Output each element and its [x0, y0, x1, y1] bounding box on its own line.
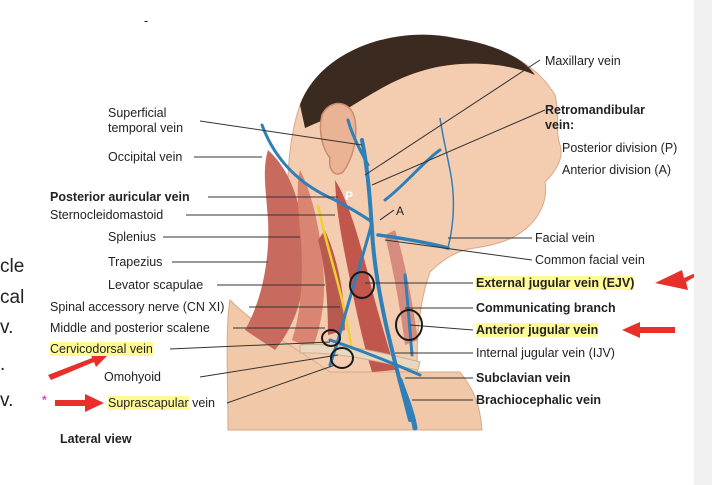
arrow-ejv	[655, 270, 700, 290]
label-suprascapular-vein: Suprascapular vein	[108, 396, 215, 410]
label-communicating-branch: Communicating branch	[476, 301, 616, 315]
label-common-facial-vein: Common facial vein	[535, 253, 645, 267]
label-splenius: Splenius	[108, 230, 156, 244]
scm-muscle	[335, 180, 395, 372]
marker-a: A	[396, 204, 404, 218]
hair	[300, 34, 535, 128]
marker-a-arrow	[379, 209, 395, 221]
red-arrows	[48, 270, 700, 412]
leader-lines	[163, 59, 546, 404]
label-spinal-accessory-nerve: Spinal accessory nerve (CN XI)	[50, 300, 225, 314]
label-posterior-auricular-vein: Posterior auricular vein	[50, 190, 190, 204]
slide-fragment: v.	[0, 317, 14, 338]
label-internal-jugular-vein: Internal jugular vein (IJV)	[476, 346, 615, 360]
label-occipital-vein: Occipital vein	[108, 150, 183, 164]
label-posterior-division: Posterior division (P)	[562, 141, 678, 155]
facial-vein-branch	[439, 117, 455, 249]
label-brachiocephalic-vein: Brachiocephalic vein	[476, 393, 602, 407]
label-cervicodorsal-vein: Cervicodorsal vein	[50, 342, 153, 356]
label-retromandibular-2: vein:	[545, 118, 575, 132]
slide-fragment: cle	[0, 256, 25, 277]
label-trapezius: Trapezius	[108, 255, 163, 269]
slide-fragment: v.	[0, 390, 14, 411]
label-sternocleidomastoid: Sternocleidomastoid	[50, 208, 164, 222]
slide-fragment: .	[0, 354, 6, 375]
label-anterior-jugular-vein: Anterior jugular vein	[476, 323, 599, 337]
pink-asterisk: *	[42, 393, 47, 407]
label-omohyoid: Omohyoid	[104, 370, 161, 384]
label-superficial-temporal-1: Superficial	[108, 106, 167, 120]
arrow-cervicodorsal	[48, 352, 110, 380]
top-mark: -	[144, 14, 149, 28]
label-scalene: Middle and posterior scalene	[50, 321, 210, 335]
trapezius-muscle	[245, 150, 306, 350]
label-facial-vein: Facial vein	[535, 231, 595, 245]
levator-muscle	[318, 230, 345, 335]
label-suprascapular-suffix: vein	[188, 396, 216, 410]
arrow-suprascapular	[55, 394, 104, 412]
label-external-jugular-vein: External jugular vein (EJV)	[476, 276, 635, 290]
spinal-accessory-nerve	[316, 204, 354, 351]
marker-p: P	[345, 189, 353, 203]
label-subclavian-vein: Subclavian vein	[476, 371, 571, 385]
arrow-anterior-jugular	[622, 322, 675, 338]
label-anterior-division: Anterior division (A)	[562, 163, 672, 177]
label-superficial-temporal-2: temporal vein	[108, 121, 184, 135]
label-levator-scapulae: Levator scapulae	[108, 278, 204, 292]
label-retromandibular-1: Retromandibular	[545, 103, 646, 117]
slide-fragment: cal	[0, 287, 25, 308]
caption-lateral-view: Lateral view	[60, 432, 132, 446]
annotation-circles	[321, 271, 423, 369]
label-suprascapular-highlight: Suprascapular	[108, 396, 189, 410]
label-maxillary-vein: Maxillary vein	[545, 54, 621, 68]
right-side-panel	[694, 0, 712, 485]
